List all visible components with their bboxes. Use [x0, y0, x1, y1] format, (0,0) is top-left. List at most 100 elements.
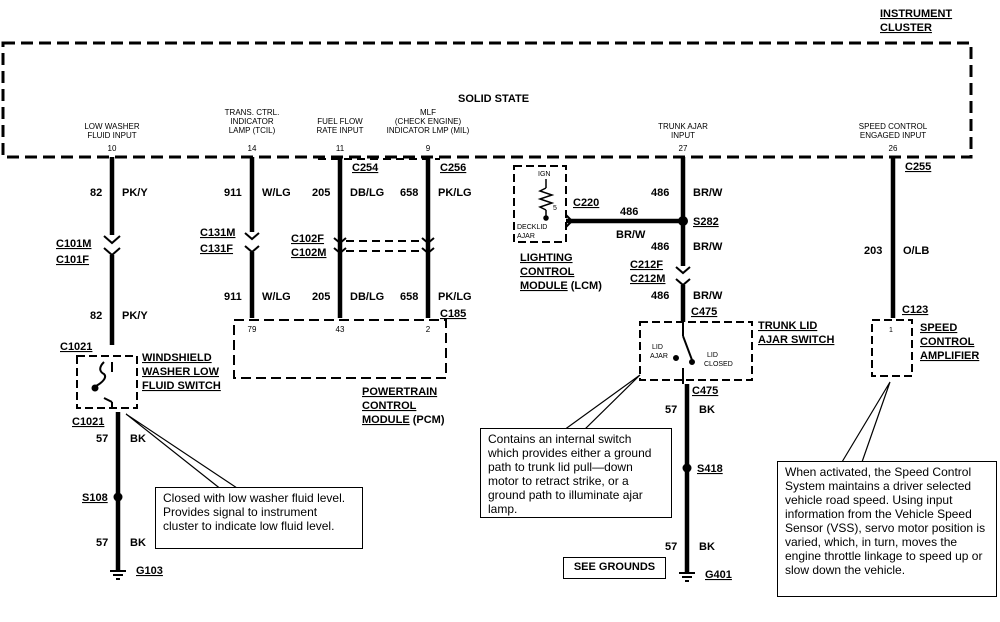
wire-486h-number: 486 — [620, 206, 638, 218]
wire-57a-color: BK — [130, 433, 146, 445]
connector-c102-symbol — [333, 237, 435, 255]
pcm-label-2: CONTROL — [362, 400, 417, 412]
wire-57c-number: 57 — [665, 404, 677, 416]
see-grounds-button[interactable]: SEE GROUNDS — [563, 557, 666, 579]
pin-label-tcil-3: LAMP (TCIL) — [229, 126, 276, 135]
wire-57d-color: BK — [699, 541, 715, 553]
trunk-lid-closed-2: CLOSED — [704, 361, 733, 368]
connector-c131-symbol — [244, 232, 260, 254]
pin-number-9: 9 — [426, 144, 431, 153]
pcm-label-1: POWERTRAIN — [362, 386, 437, 398]
splice-s108-label: S108 — [82, 492, 108, 504]
connector-c131m-label: C131M — [200, 227, 235, 239]
connector-c1021-upper-label: C1021 — [60, 341, 92, 353]
washer-switch-label-2: WASHER LOW — [142, 366, 220, 378]
washer-switch-note: Closed with low washer fluid level. Prov… — [155, 487, 363, 549]
washer-switch-label-3: FLUID SWITCH — [142, 380, 221, 392]
connector-c102m-label: C102M — [291, 247, 326, 259]
lcm-pin-5: 5 — [553, 205, 557, 212]
washer-switch-symbol — [91, 361, 113, 408]
wire-205b-number: 205 — [312, 291, 330, 303]
wire-203-number: 203 — [864, 245, 882, 257]
trunk-switch-symbol — [673, 322, 695, 384]
wire-486b-color: BR/W — [693, 241, 723, 253]
pin-number-10: 10 — [108, 144, 117, 153]
lcm-decklid-label-1: DECKLID — [517, 224, 547, 231]
wire-57d-number: 57 — [665, 541, 677, 553]
wire-486c-number: 486 — [651, 290, 669, 302]
connector-c255-label: C255 — [905, 161, 931, 173]
trunk-switch-label-1: TRUNK LID — [758, 320, 817, 332]
speed-amp-label-1: SPEED — [920, 322, 957, 334]
ground-g103-symbol — [110, 570, 126, 580]
washer-switch-label-1: WINDSHIELD — [142, 352, 212, 364]
pin-label-low-washer-2: FLUID INPUT — [87, 131, 136, 140]
wire-486a-color: BR/W — [693, 187, 723, 199]
pcm-label-3: MODULE (PCM) — [362, 414, 445, 426]
connector-c131f-label: C131F — [200, 243, 233, 255]
wire-203-color: O/LB — [903, 245, 929, 257]
pin-label-fuel-flow-1: FUEL FLOW — [317, 117, 363, 126]
wire-486h-color: BR/W — [616, 229, 646, 241]
connector-c475-lower-label: C475 — [692, 385, 718, 397]
pcm-pin-2: 2 — [426, 325, 431, 334]
wire-658b-number: 658 — [400, 291, 418, 303]
speed-amp-label-3: AMPLIFIER — [920, 350, 979, 362]
connector-c475-upper-label: C475 — [691, 306, 717, 318]
wire-82a-number: 82 — [90, 187, 102, 199]
wire-57b-color: BK — [130, 537, 146, 549]
connector-c254-label: C254 — [352, 162, 379, 174]
connector-c220-label: C220 — [573, 197, 599, 209]
wire-486c-color: BR/W — [693, 290, 723, 302]
pin-label-tcil-2: INDICATOR — [230, 117, 273, 126]
trunk-switch-note: Contains an internal switch which provid… — [480, 428, 672, 518]
pin-label-tcil-1: TRANS. CTRL. — [225, 108, 280, 117]
pin-number-14: 14 — [248, 144, 257, 153]
trunk-switch-box — [639, 321, 753, 381]
speed-amp-box — [871, 319, 913, 377]
trunk-lid-ajar-2: AJAR — [650, 353, 668, 360]
wire-82b-number: 82 — [90, 310, 102, 322]
wire-658a-number: 658 — [400, 187, 418, 199]
ground-g401-symbol — [679, 572, 695, 582]
wire-82b-color: PK/Y — [122, 310, 148, 322]
wire-911a-number: 911 — [224, 187, 242, 199]
lcm-label-1: LIGHTING — [520, 252, 573, 264]
pin-label-low-washer-1: LOW WASHER — [84, 122, 139, 131]
wire-82a-color: PK/Y — [122, 187, 148, 199]
wire-911a-color: W/LG — [262, 187, 291, 199]
wire-658a-color: PK/LG — [438, 187, 472, 199]
pin-label-mil-2: (CHECK ENGINE) — [395, 117, 462, 126]
connector-c101f-label: C101F — [56, 254, 89, 266]
wire-911b-color: W/LG — [262, 291, 291, 303]
wire-486b-number: 486 — [651, 241, 669, 253]
pin-label-trunk-ajar-2: INPUT — [671, 131, 695, 140]
instrument-cluster-label-2: CLUSTER — [880, 22, 932, 34]
connector-c212-symbol — [675, 266, 691, 287]
wire-658b-color: PK/LG — [438, 291, 472, 303]
connector-c123-label: C123 — [902, 304, 928, 316]
speed-amp-pin-1: 1 — [889, 327, 893, 334]
lcm-box — [513, 165, 567, 243]
lcm-ign-label: IGN — [538, 171, 550, 178]
splice-s282 — [678, 216, 688, 226]
ground-g103-label: G103 — [136, 565, 163, 577]
splice-s418 — [682, 463, 692, 473]
wire-57a-number: 57 — [96, 433, 108, 445]
pin-label-mil-1: MLF — [420, 108, 436, 117]
lcm-resistor-symbol — [537, 179, 555, 221]
trunk-lid-ajar-1: LID — [652, 344, 663, 351]
pin-label-trunk-ajar-1: TRUNK AJAR — [658, 122, 708, 131]
speed-amp-label-2: CONTROL — [920, 336, 975, 348]
connector-c101m-label: C101M — [56, 238, 91, 250]
trunk-lid-closed-1: LID — [707, 352, 718, 359]
speed-control-note: When activated, the Speed Control System… — [777, 461, 997, 597]
instrument-cluster-box — [1, 41, 973, 159]
wire-57b-number: 57 — [96, 537, 108, 549]
pcm-pin-79: 79 — [248, 325, 257, 334]
connector-c101-symbol — [103, 235, 121, 257]
pin-number-27: 27 — [679, 144, 688, 153]
connector-c256-label: C256 — [440, 162, 466, 174]
splice-s108 — [113, 492, 123, 502]
